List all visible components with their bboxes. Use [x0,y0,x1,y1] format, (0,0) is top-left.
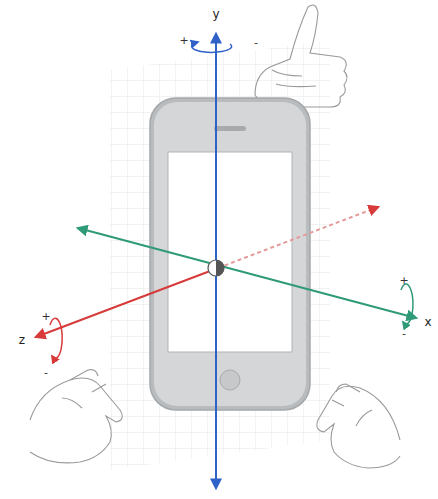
rotation-sign: + [41,311,50,322]
axis-label: x [424,316,431,328]
rotation-sign: - [254,37,258,48]
axis-label: z [19,334,25,346]
rotation-sign: + [399,275,408,286]
axis-label: y [212,8,219,20]
rotation-sign: - [44,367,48,378]
rotation-sign: + [179,35,188,46]
rotation-sign: - [402,328,406,339]
